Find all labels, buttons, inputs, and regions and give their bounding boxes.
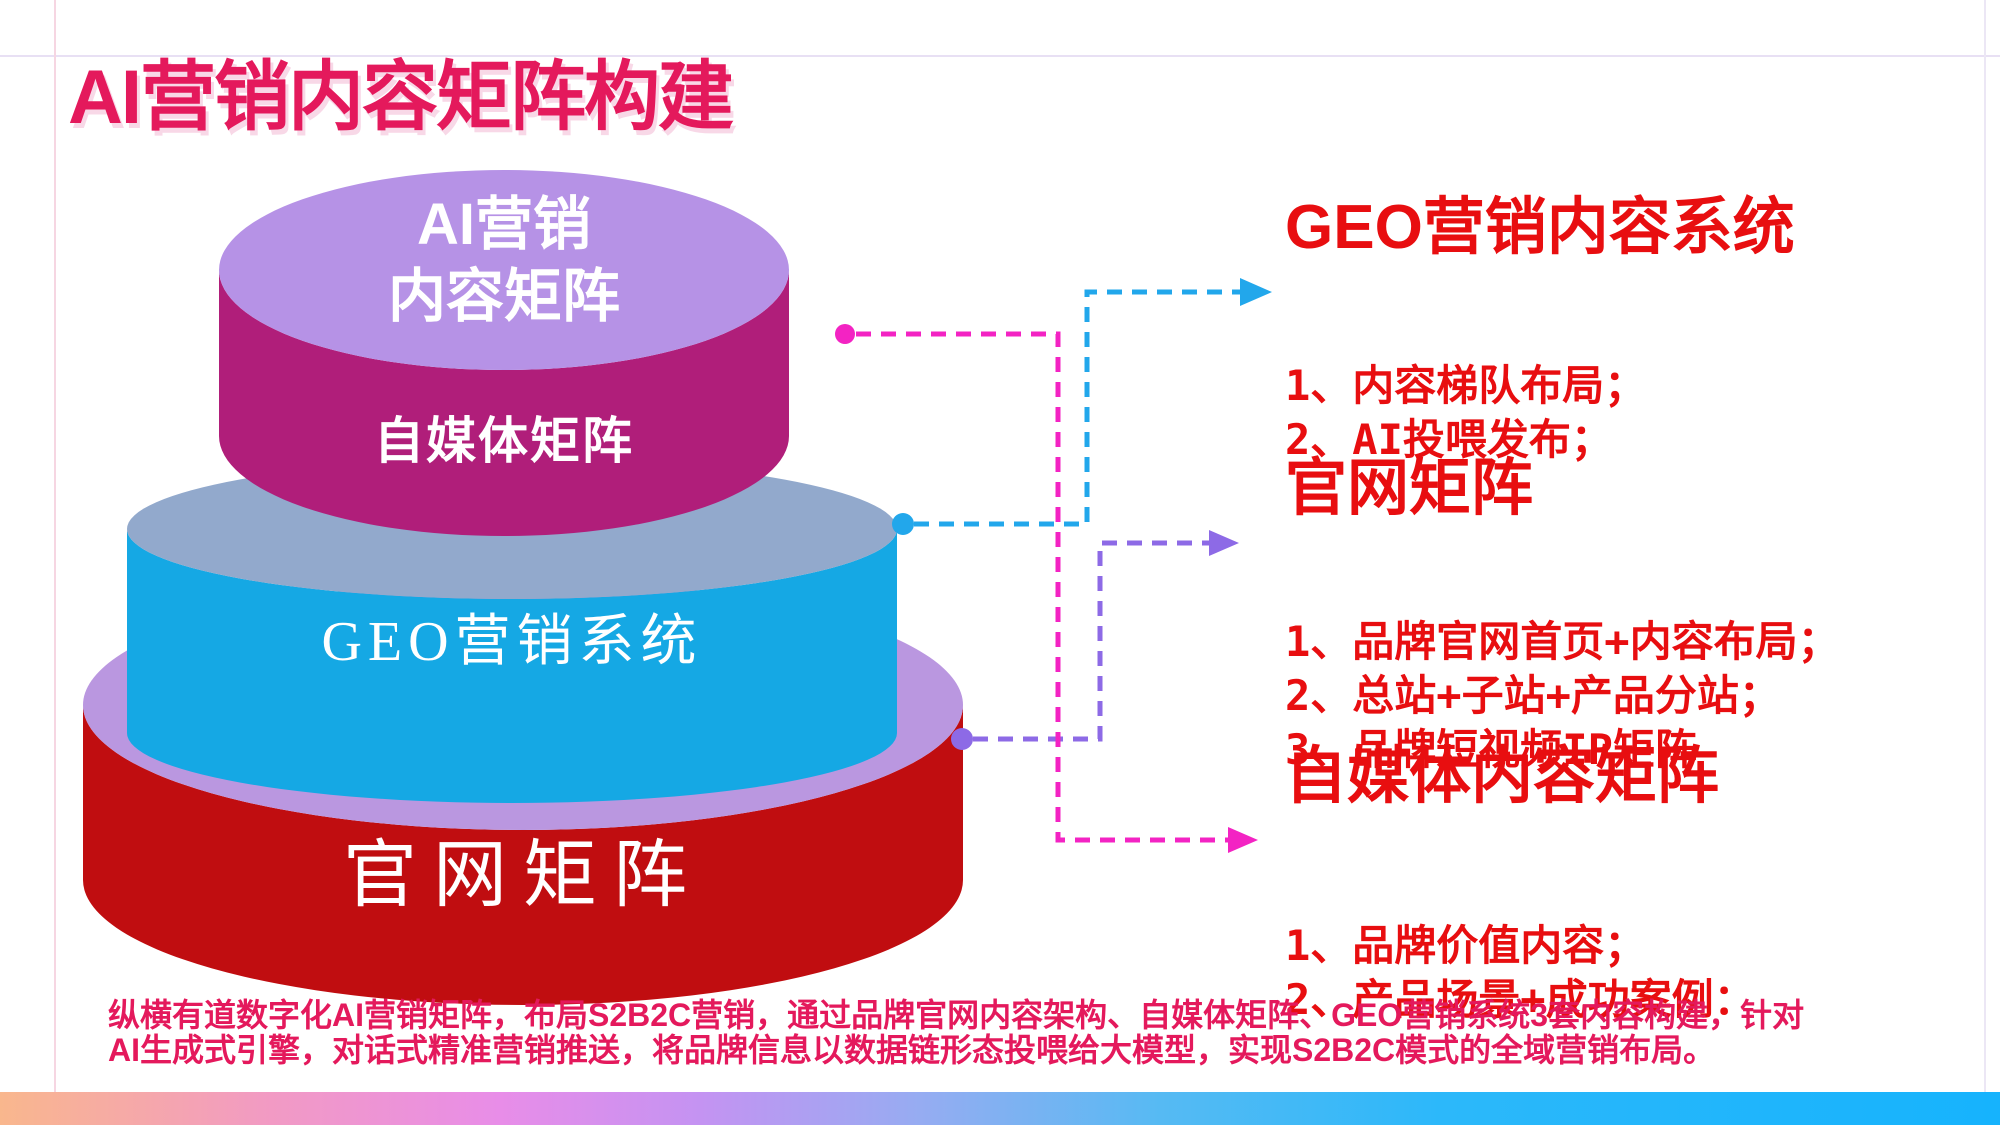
section-heading: 自媒体内容矩阵: [1285, 742, 1720, 811]
connector-line-blue: [914, 289, 1241, 527]
section-item: 3、品牌短视频IP矩阵: [1285, 725, 1697, 775]
tier-top-side: [219, 270, 789, 536]
section-heading: 官网矩阵: [1285, 454, 1534, 523]
footer-line: 纵横有道数字化AI营销矩阵，布局S2B2C营销，通过品牌官网内容架构、自媒体矩阵…: [108, 997, 1805, 1033]
section-item: 2、总站+子站+产品分站；: [1285, 671, 1781, 721]
arrowhead-purple-icon: [1209, 530, 1239, 556]
page-title: AI营销内容矩阵构建: [68, 55, 734, 140]
tier-bottom-label: 官网矩阵: [343, 835, 703, 917]
section-official-site-matrix: 官网矩阵 1、品牌官网首页+内容布局； 2、总站+子站+产品分站； 3、品牌短视…: [1285, 454, 1840, 774]
arrowhead-magenta-icon: [1228, 827, 1258, 853]
section-item: 2、AI投喂发布；: [1285, 415, 1613, 465]
section-item: 1、内容梯队布局；: [1285, 361, 1647, 411]
connector-social-media: [835, 324, 1258, 853]
tier-top-face-label-line1: AI营销: [417, 192, 591, 257]
section-item: 1、品牌价值内容；: [1285, 921, 1647, 971]
tier-top-side-label: 自媒体矩阵: [374, 413, 634, 469]
connector-line-purple: [973, 540, 1210, 742]
tier-bottom-side: [83, 705, 963, 1005]
section-heading: GEO营销内容系统: [1285, 193, 1795, 262]
guide-line-left: [54, 0, 56, 1125]
connector-official-site: [951, 530, 1239, 750]
tier-middle-side: [127, 529, 897, 803]
guide-line-horizontal: [0, 55, 2000, 57]
section-item: 1、品牌官网首页+内容布局；: [1285, 617, 1840, 667]
tier-top-face-label-line2: 内容矩阵: [388, 264, 620, 329]
connector-line-magenta: [856, 331, 1229, 843]
guide-line-right: [1984, 0, 1986, 1125]
section-social-media-matrix: 自媒体内容矩阵 1、品牌价值内容； 2、产品场景+成功案例：: [1285, 742, 1756, 1024]
connector-dot-purple: [951, 728, 973, 750]
tier-ai-content-matrix: AI营销 内容矩阵 自媒体矩阵: [219, 170, 789, 536]
tier-middle-label: GEO营销系统: [321, 611, 702, 673]
connector-dot-blue: [892, 513, 914, 535]
section-item: 2、产品场景+成功案例：: [1285, 975, 1756, 1025]
connector-geo-content-system: [892, 278, 1272, 535]
tier-top-top-face: [219, 170, 789, 370]
section-geo-content-system: GEO营销内容系统 1、内容梯队布局； 2、AI投喂发布；: [1285, 193, 1795, 464]
bottom-gradient-bar: [0, 1092, 2000, 1125]
arrowhead-blue-icon: [1240, 278, 1272, 306]
footer-line: AI生成式引擎，对话式精准营销推送，将品牌信息以数据链形态投喂给大模型，实现S2…: [108, 1032, 1716, 1068]
footer-summary: 纵横有道数字化AI营销矩阵，布局S2B2C营销，通过品牌官网内容架构、自媒体矩阵…: [108, 998, 1908, 1068]
connector-dot-magenta: [835, 324, 855, 344]
